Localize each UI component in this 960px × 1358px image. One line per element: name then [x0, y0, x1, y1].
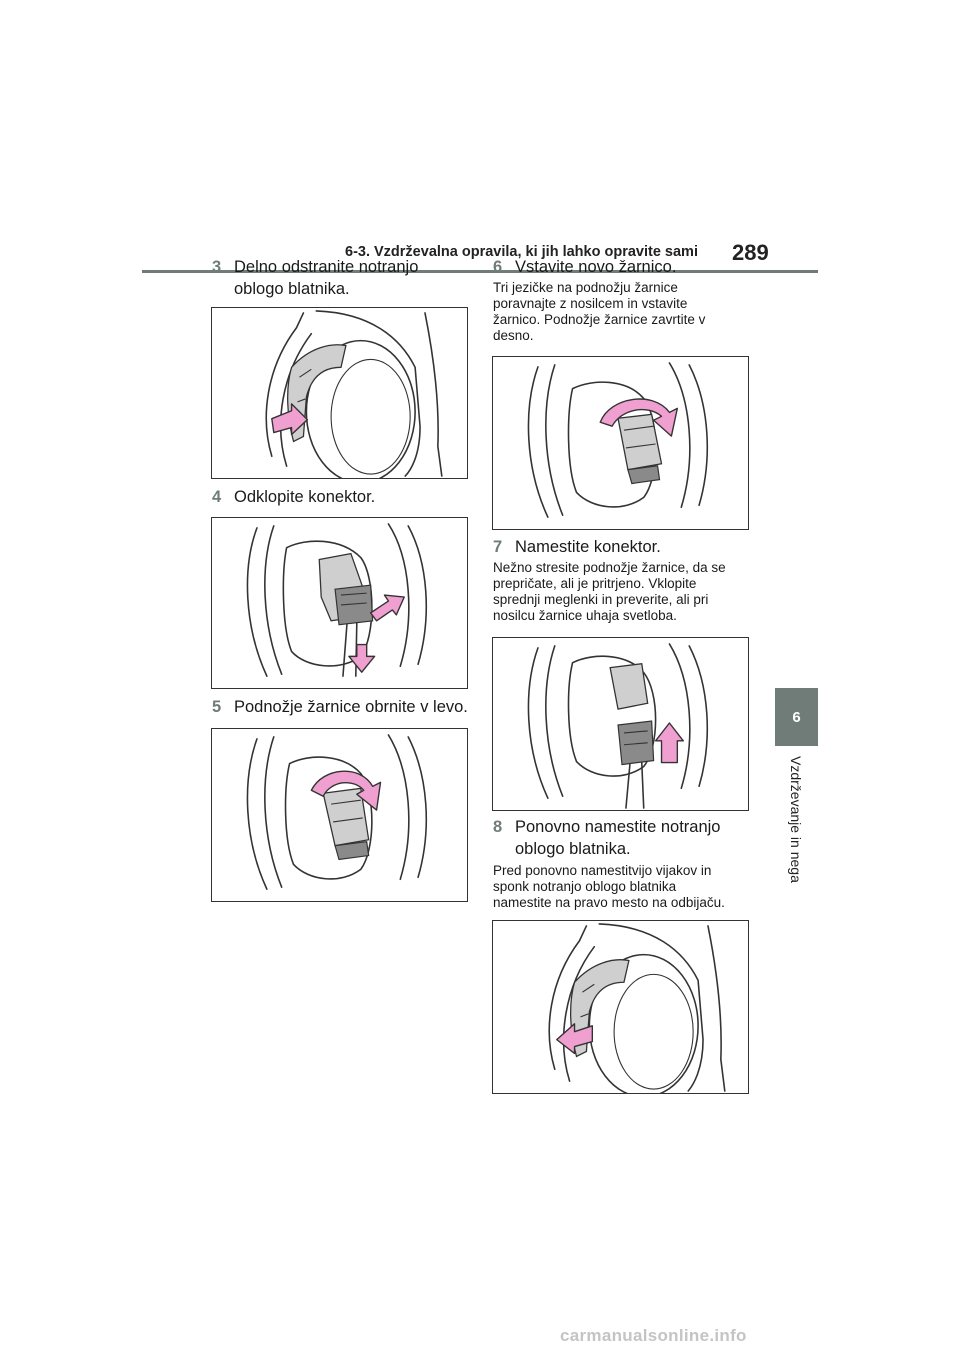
chapter-label-text: Vzdrževanje in nega: [788, 756, 804, 883]
step-title-line: Ponovno namestite notranjo: [515, 818, 721, 836]
header-divider: [142, 270, 818, 273]
step-number: 7: [493, 538, 503, 556]
step-title: Vstavite novo žarnico.: [515, 258, 677, 276]
page-number: 289: [732, 240, 769, 265]
step-number: 6: [493, 258, 503, 276]
figure-step-8-reinstall-liner: [492, 920, 749, 1094]
note-line: žarnico. Podnožje žarnice zavrtite v: [493, 312, 706, 327]
step-5-heading: 5 Podnožje žarnice obrnite v levo.: [212, 696, 468, 718]
figure-step-4-connector: [211, 517, 468, 689]
note-line: nosilcu žarnice uhaja svetloba.: [493, 608, 677, 623]
step-7-note: Nežno stresite podnožje žarnice, da se p…: [493, 560, 726, 624]
step-title: Odklopite konektor.: [234, 488, 376, 506]
section-title: 6-3. Vzdrževalna opravila, ki jih lahko …: [345, 244, 698, 260]
figure-step-6-insert-bulb: [492, 356, 749, 530]
chapter-tab[interactable]: 6: [775, 688, 818, 746]
watermark: carmanualsonline.info: [560, 1326, 747, 1345]
note-line: Nežno stresite podnožje žarnice, da se: [493, 560, 726, 575]
step-8-note: Pred ponovno namestitvijo vijakov in spo…: [493, 863, 725, 911]
step-number: 8: [493, 818, 503, 836]
note-line: poravnajte z nosilcem in vstavite: [493, 296, 688, 311]
note-line: desno.: [493, 328, 534, 343]
note-line: sprednji meglenki in preverite, ali pri: [493, 592, 709, 607]
step-title: Podnožje žarnice obrnite v levo.: [234, 698, 468, 716]
step-title: Namestite konektor.: [515, 538, 661, 556]
chapter-label: Vzdrževanje in nega: [785, 756, 807, 916]
step-4-heading: 4 Odklopite konektor.: [212, 486, 375, 508]
step-title-line: Delno odstranite notranjo: [234, 258, 419, 276]
note-line: Pred ponovno namestitvijo vijakov in: [493, 863, 712, 878]
figure-step-5-turn-left: [211, 728, 468, 902]
step-number: 5: [212, 698, 222, 716]
step-6-note: Tri jezičke na podnožju žarnice poravnaj…: [493, 280, 705, 344]
note-line: prepričate, ali je pritrjeno. Vklopite: [493, 576, 697, 591]
step-title-line: oblogo blatnika.: [515, 840, 631, 858]
step-6-heading: 6 Vstavite novo žarnico.: [493, 256, 676, 278]
step-number: 3: [212, 258, 222, 276]
note-line: Tri jezičke na podnožju žarnice: [493, 280, 678, 295]
figure-step-3-fender-liner: [211, 307, 468, 479]
step-7-heading: 7 Namestite konektor.: [493, 536, 661, 558]
note-line: sponk notranjo oblogo blatnika: [493, 879, 677, 894]
step-title-line: oblogo blatnika.: [234, 280, 350, 298]
figure-step-7-attach-connector: [492, 637, 749, 811]
step-number: 4: [212, 488, 222, 506]
note-line: namestite na pravo mesto na odbijaču.: [493, 895, 725, 910]
step-8-heading: 8 Ponovno namestite notranjo oblogo blatni…: [493, 816, 720, 860]
step-3-heading: 3 Delno odstranite notranjo oblogo blatnik…: [212, 256, 418, 300]
